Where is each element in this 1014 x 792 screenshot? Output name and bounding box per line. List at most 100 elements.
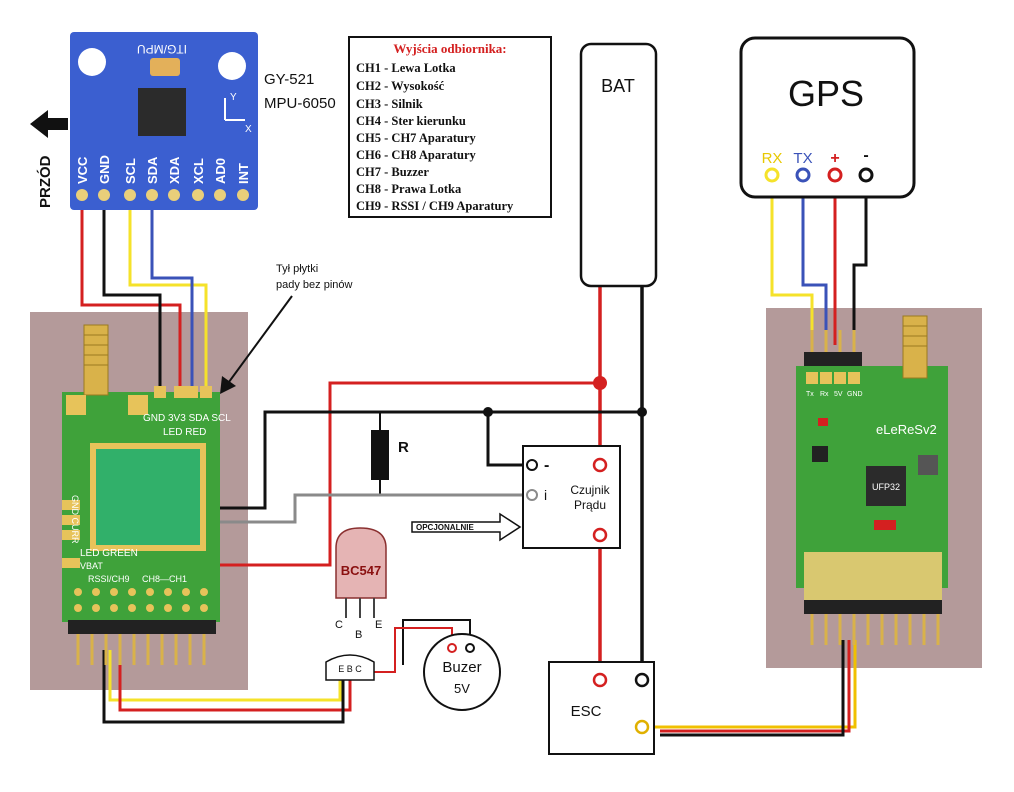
gps-terminal-tx — [795, 167, 811, 183]
receiver-output-line: CH6 - CH8 Aparatury — [356, 148, 477, 162]
sensor-terminal-i — [526, 489, 538, 501]
imu-pin-label: GND — [97, 155, 112, 184]
right-board-pin-gnd: GND — [847, 391, 863, 398]
wire-scl — [128, 195, 208, 392]
rf-module — [90, 443, 206, 551]
gps-terminal-minus — [858, 167, 874, 183]
transistor-bottom-pins: E B C — [338, 664, 362, 674]
transistor-bottom-view — [325, 654, 375, 681]
receiver-output-line: CH7 - Buzzer — [356, 165, 429, 179]
back-note-arrow-icon — [220, 295, 293, 394]
imu-model: MPU-6050 — [264, 95, 336, 112]
gps-pin-plus: + — [830, 150, 839, 167]
back-note-line1: Tył płytki — [276, 263, 318, 275]
imu-mount-hole-right — [218, 52, 246, 80]
esc-terminal-minus — [634, 672, 650, 688]
buzzer-voltage: 5V — [454, 681, 470, 696]
wire-gnd — [102, 195, 162, 392]
receiver-output-line: CH5 - CH7 Aparatury — [356, 131, 477, 145]
optional-arrow-icon — [411, 512, 522, 542]
wire-esc-signal-black — [660, 640, 845, 737]
battery — [579, 42, 658, 288]
node-gnd-1 — [483, 407, 493, 417]
imu-pin-pads — [76, 189, 249, 201]
axes-icon — [224, 98, 245, 121]
imu-pin-label: XDA — [167, 156, 182, 184]
imu-pin-label: XCL — [191, 158, 206, 184]
imu-name: GY-521 — [264, 71, 314, 88]
gps-terminal-plus — [827, 167, 843, 183]
mcu-chip — [866, 466, 906, 506]
wire-esc-signal-yellow — [642, 640, 857, 729]
esc-terminal-signal — [634, 719, 650, 735]
wire-gps-tx — [801, 175, 828, 345]
esc-label: ESC — [571, 703, 602, 720]
right-board-pin-5v: 5V — [834, 391, 843, 398]
gps-terminal-rx — [764, 167, 780, 183]
right-board-chip: UFP32 — [872, 482, 900, 492]
sensor-i-label: i — [544, 487, 547, 503]
node-gnd-2 — [637, 407, 647, 417]
receiver-outputs-box: Wyjścia odbiornika: CH1 - Lewa Lotka CH2… — [348, 36, 552, 218]
right-board-gps-header — [804, 352, 862, 366]
left-board-header — [68, 620, 216, 634]
imu-pin-label: INT — [236, 163, 251, 184]
wire-esc-signal-red — [660, 640, 851, 733]
wire-sensor-minus — [486, 412, 525, 467]
imu-chip-text: ITG/MPU — [137, 42, 187, 56]
transistor-pin-b: B — [355, 629, 362, 641]
sensor-name-1: Czujnik — [570, 483, 610, 497]
esc-terminal-plus — [592, 672, 608, 688]
wire-gps-rx — [770, 175, 814, 345]
gps-pin-tx: TX — [793, 150, 812, 167]
left-board-gnd-curr: GND CURR — [70, 495, 80, 544]
battery-label: BAT — [601, 76, 635, 96]
transistor-bc547 — [335, 527, 387, 618]
forward-arrow-icon — [30, 110, 68, 138]
sensor-terminal-in — [592, 457, 608, 473]
left-board-channels: CH8—CH1 — [142, 574, 187, 584]
left-board-led-red: LED RED — [163, 427, 206, 438]
right-board-pin-rx: Rx — [820, 391, 829, 398]
receiver-output-line: CH8 - Prawa Lotka — [356, 182, 462, 196]
gps-title: GPS — [788, 73, 864, 114]
receiver-output-line: CH9 - RSSI / CH9 Aparatury — [356, 199, 514, 213]
left-receiver-board: GND 3V3 SDA SCL LED RED GND CURR LED GRE… — [62, 324, 231, 665]
receiver-output-line: CH1 - Lewa Lotka — [356, 61, 456, 75]
receiver-outputs-title: Wyjścia odbiornika: — [393, 41, 506, 56]
sensor-name-2: Prądu — [574, 498, 606, 512]
wire-gps-minus — [852, 175, 868, 345]
right-flight-controller-board: Tx Rx 5V GND eLeReSv2 UFP32 — [796, 315, 948, 645]
sensor-minus-label: - — [544, 457, 549, 474]
node-bat-plus — [593, 376, 607, 390]
imu-pin-label: VCC — [75, 156, 90, 184]
resistor-label: R — [398, 439, 409, 456]
transistor-pin-c: C — [335, 619, 343, 631]
buzzer-terminal-plus — [447, 643, 457, 653]
wire-sda — [150, 195, 194, 392]
imu-axis-label: Y — [230, 92, 237, 103]
optional-label: OPCJONALNIE — [416, 523, 474, 532]
wire-ch7-yellow — [108, 650, 342, 702]
buzzer — [423, 633, 501, 711]
antenna-icon — [83, 324, 109, 396]
imu-pin-label: SDA — [145, 156, 160, 184]
imu-module: ITG/MPU VCC GND SCL SDA XDA XCL AD0 INT … — [70, 32, 258, 210]
sensor-terminal-out — [592, 527, 608, 543]
imu-pin-label: SCL — [123, 158, 138, 184]
gps-pin-rx: RX — [762, 150, 783, 167]
wire-ch7-red — [118, 650, 352, 712]
left-board-vbat: VBAT — [80, 561, 103, 571]
imu-axis-label: X — [245, 124, 252, 135]
imu-pin-label: AD0 — [213, 158, 228, 184]
imu-pin-labels: VCC GND SCL SDA XDA XCL AD0 INT — [75, 155, 251, 184]
forward-label: PRZÓD — [36, 155, 54, 208]
transistor-pin-e: E — [375, 619, 382, 631]
buzzer-name: Buzer — [442, 659, 481, 676]
resistor — [371, 430, 389, 480]
gps-module — [739, 36, 916, 199]
transistor-name: BC547 — [341, 563, 381, 578]
imu-mount-hole-left — [78, 48, 106, 76]
right-board-brand: eLeReSv2 — [876, 422, 937, 437]
